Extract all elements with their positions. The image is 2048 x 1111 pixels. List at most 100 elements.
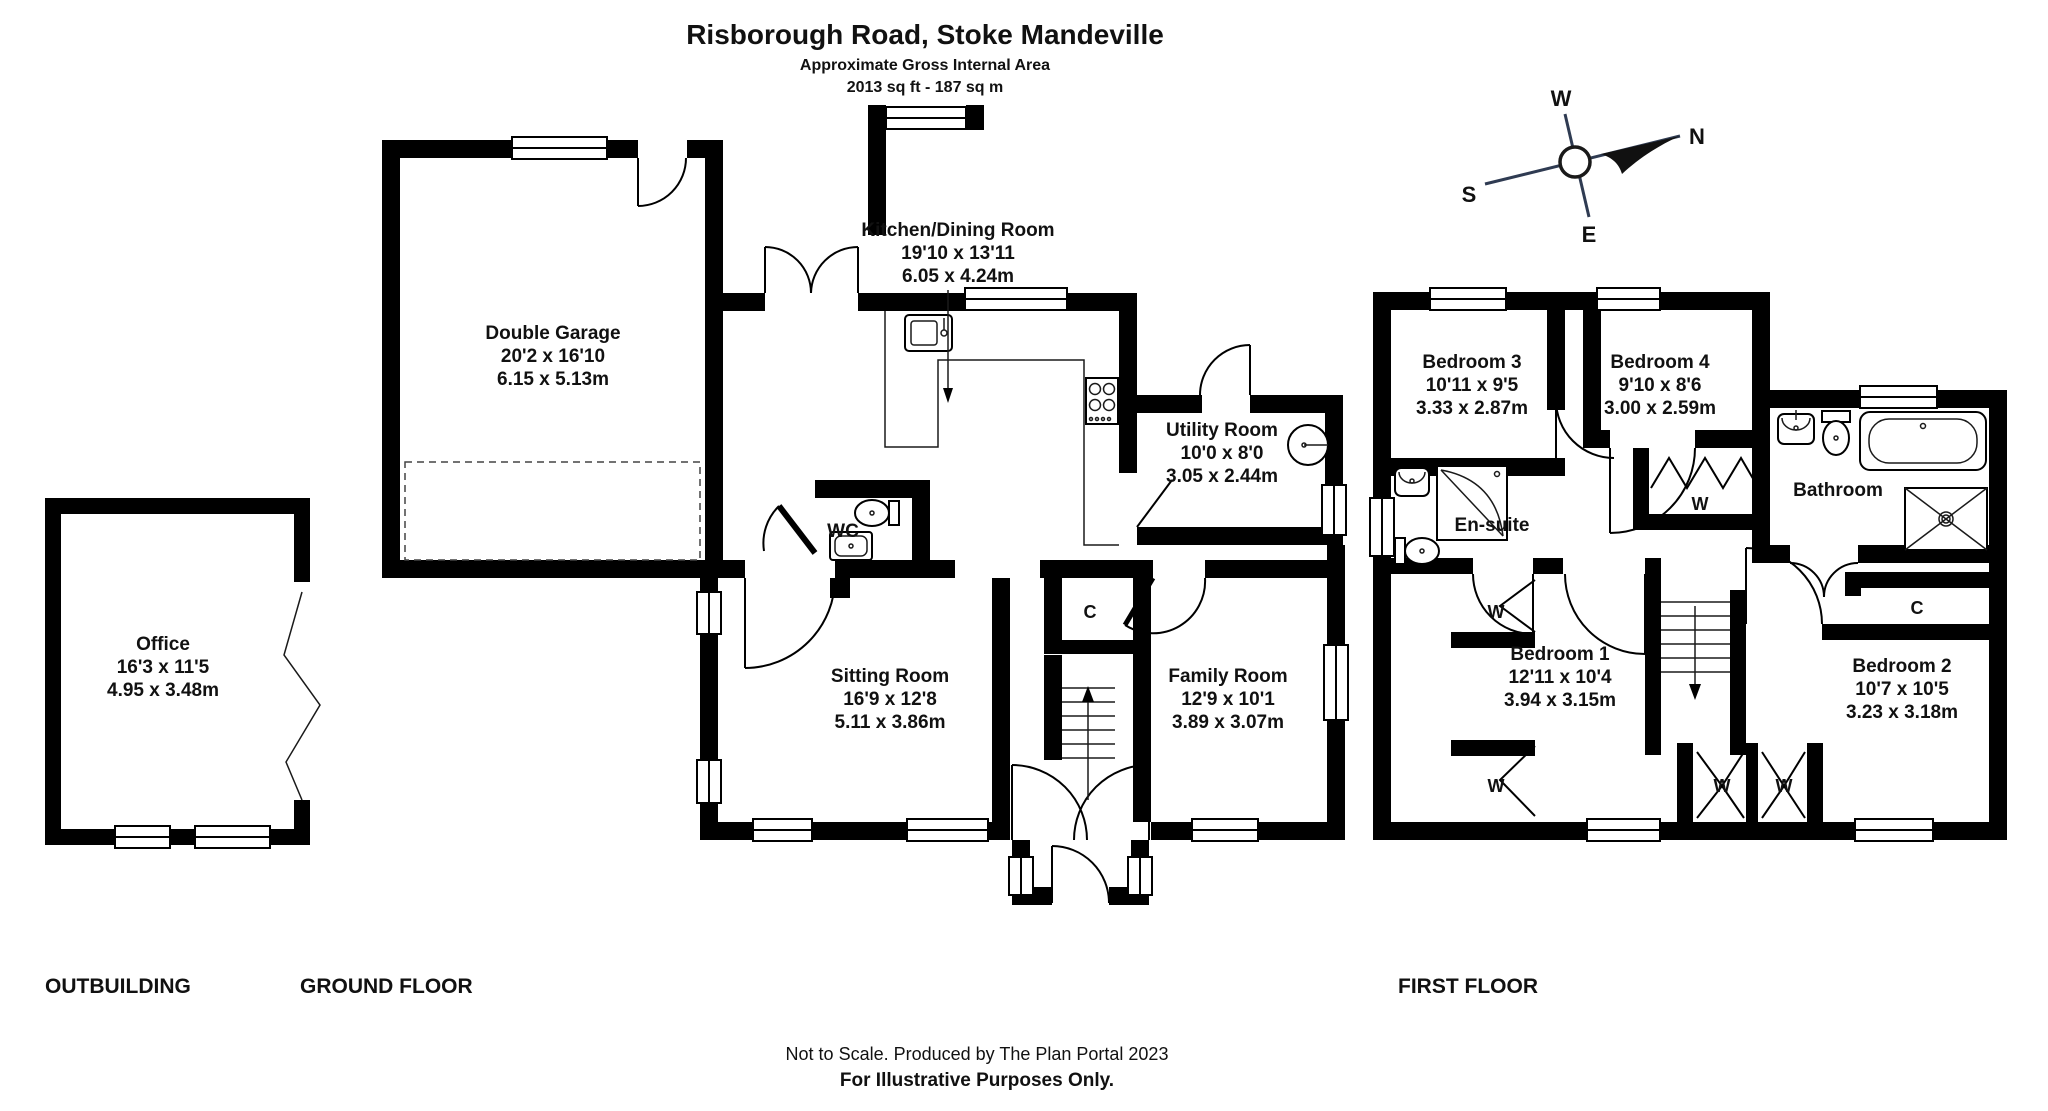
footer-disclaimer: Not to Scale. Produced by The Plan Porta…: [786, 1044, 1169, 1064]
room-dim-imperial-utility: 10'0 x 8'0: [1181, 443, 1264, 464]
room-label-bathroom: Bathroom: [1793, 480, 1883, 501]
door-arc-bed1: [1564, 573, 1646, 655]
wardrobe-door-chevron: [1498, 745, 1536, 817]
utility-inner-door-leaf: [1136, 479, 1173, 528]
bathroom-window: [1859, 385, 1938, 409]
room-dim-metric-bed2: 3.23 x 3.18m: [1846, 702, 1958, 723]
bathroom-toilet-icon: [1821, 410, 1851, 456]
section-labels: OUTBUILDING GROUND FLOOR FIRST FLOOR: [45, 975, 1538, 998]
kitchen-window: [964, 287, 1068, 311]
page-area: 2013 sq ft - 187 sq m: [847, 79, 1004, 96]
basin-icon: [829, 531, 873, 561]
room-label-bed4: Bedroom 4: [1610, 352, 1710, 373]
room-dim-imperial-bed3: 10'11 x 9'5: [1426, 375, 1519, 396]
door-arc-bed3: [1555, 399, 1615, 459]
door-arc-bathroom-bifold: [1789, 562, 1859, 598]
room-dim-metric-sitting: 5.11 x 3.86m: [835, 712, 946, 733]
room-label-garage: Double Garage: [485, 323, 620, 344]
sitting-room-window: [752, 818, 813, 842]
garage-window: [511, 136, 608, 160]
ensuite-toilet-icon: [1394, 537, 1440, 565]
entrance-window: [885, 106, 967, 130]
wardrobe-rail-zigzag: [1650, 456, 1756, 490]
stairs-down: [1661, 601, 1730, 700]
page-subtitle: Approximate Gross Internal Area: [800, 57, 1050, 74]
room-dim-metric-family: 3.89 x 3.07m: [1172, 712, 1284, 733]
ground-floor-plan: Double Garage 20'2 x 16'10 6.15 x 5.13m …: [382, 105, 1349, 905]
room-label-bed3: Bedroom 3: [1422, 352, 1521, 373]
wardrobe-label: W: [1776, 776, 1793, 796]
kitchen-sink-icon: [904, 314, 953, 352]
kitchen-counter: [884, 311, 1119, 546]
office-window: [194, 825, 271, 849]
room-dim-metric-garage: 6.15 x 5.13m: [497, 369, 609, 390]
wardrobe-door-chevron: [1498, 579, 1536, 633]
stairs-up-arrow-icon: [1082, 686, 1094, 702]
room-dim-imperial-bed4: 9'10 x 8'6: [1619, 375, 1702, 396]
bed3-window: [1429, 287, 1507, 311]
bed2-window: [1854, 818, 1934, 842]
door-arc-garage-side-door: [637, 157, 687, 207]
sitting-room-window: [906, 818, 989, 842]
door-arc-wc: [762, 504, 818, 555]
first-floor-walls: [1373, 292, 2007, 840]
room-dim-imperial-office: 16'3 x 11'5: [117, 657, 210, 678]
closet-label-ground: C: [1084, 602, 1097, 622]
washing-machine-icon: [1287, 424, 1329, 466]
footer: Not to Scale. Produced by The Plan Porta…: [786, 1044, 1169, 1091]
room-dim-imperial-bed2: 10'7 x 10'5: [1855, 679, 1949, 700]
stairs-down-arrow-icon: [1689, 684, 1701, 700]
wardrobe-label: W: [1488, 776, 1505, 796]
compass-e: E: [1582, 222, 1597, 247]
room-label-bed1: Bedroom 1: [1510, 644, 1610, 665]
room-dim-imperial-kitchen: 19'10 x 13'11: [901, 243, 1015, 264]
bed1-window: [1586, 818, 1661, 842]
room-dim-imperial-garage: 20'2 x 16'10: [501, 346, 605, 367]
room-dim-metric-bed3: 3.33 x 2.87m: [1416, 398, 1528, 419]
section-label-outbuilding: OUTBUILDING: [45, 975, 191, 998]
ground-floor-walls: [382, 105, 1345, 905]
compass-s: S: [1462, 182, 1477, 207]
sitting-room-window: [696, 591, 722, 635]
room-label-wc: WC: [827, 521, 859, 542]
bed4-window: [1596, 287, 1661, 311]
compass-rose: N W S E: [1462, 86, 1705, 247]
compass-n: N: [1689, 124, 1705, 149]
office-window: [114, 825, 171, 849]
bathroom-basin-icon: [1777, 410, 1815, 445]
room-dim-imperial-sitting: 16'9 x 12'8: [843, 689, 937, 710]
family-room-window: [1191, 818, 1259, 842]
hob-icon: [1085, 377, 1119, 425]
room-label-sitting: Sitting Room: [831, 666, 949, 687]
wardrobe-door-chevron: [1761, 751, 1806, 819]
door-arc-sitting-room: [744, 577, 836, 669]
wardrobe-label: W: [1488, 602, 1505, 622]
room-label-kitchen: Kitchen/Dining Room: [861, 220, 1054, 241]
wardrobe-door-chevron: [1696, 751, 1745, 819]
footer-purpose: For Illustrative Purposes Only.: [840, 1070, 1114, 1091]
room-label-family: Family Room: [1168, 666, 1287, 687]
garage-dashed-area: [404, 461, 701, 561]
bath-icon: [1859, 411, 1987, 471]
shower-icon: [1904, 487, 1988, 551]
compass-w: W: [1551, 86, 1572, 111]
door-arc-bed2: [1745, 547, 1823, 625]
room-label-ensuite: En-suite: [1455, 515, 1530, 536]
compass-hub: [1558, 145, 1592, 179]
utility-window: [1321, 484, 1347, 536]
sitting-room-window: [696, 759, 722, 804]
toilet-icon: [854, 499, 900, 527]
stairs-up: [1062, 686, 1115, 800]
door-arc-utility: [1199, 344, 1251, 396]
door-arc-porch: [1051, 845, 1110, 904]
ensuite-basin-icon: [1394, 467, 1430, 497]
open-entrance-zigzag: [283, 591, 321, 801]
room-label-bed2: Bedroom 2: [1852, 656, 1951, 677]
room-dim-imperial-family: 12'9 x 10'1: [1181, 689, 1275, 710]
room-dim-metric-kitchen: 6.05 x 4.24m: [902, 266, 1014, 287]
room-dim-metric-bed4: 3.00 x 2.59m: [1604, 398, 1716, 419]
room-label-office: Office: [136, 634, 190, 655]
wardrobe-label: W: [1692, 494, 1709, 514]
closet-label-first: C: [1911, 598, 1924, 618]
room-dim-imperial-bed1: 12'11 x 10'4: [1508, 667, 1612, 688]
